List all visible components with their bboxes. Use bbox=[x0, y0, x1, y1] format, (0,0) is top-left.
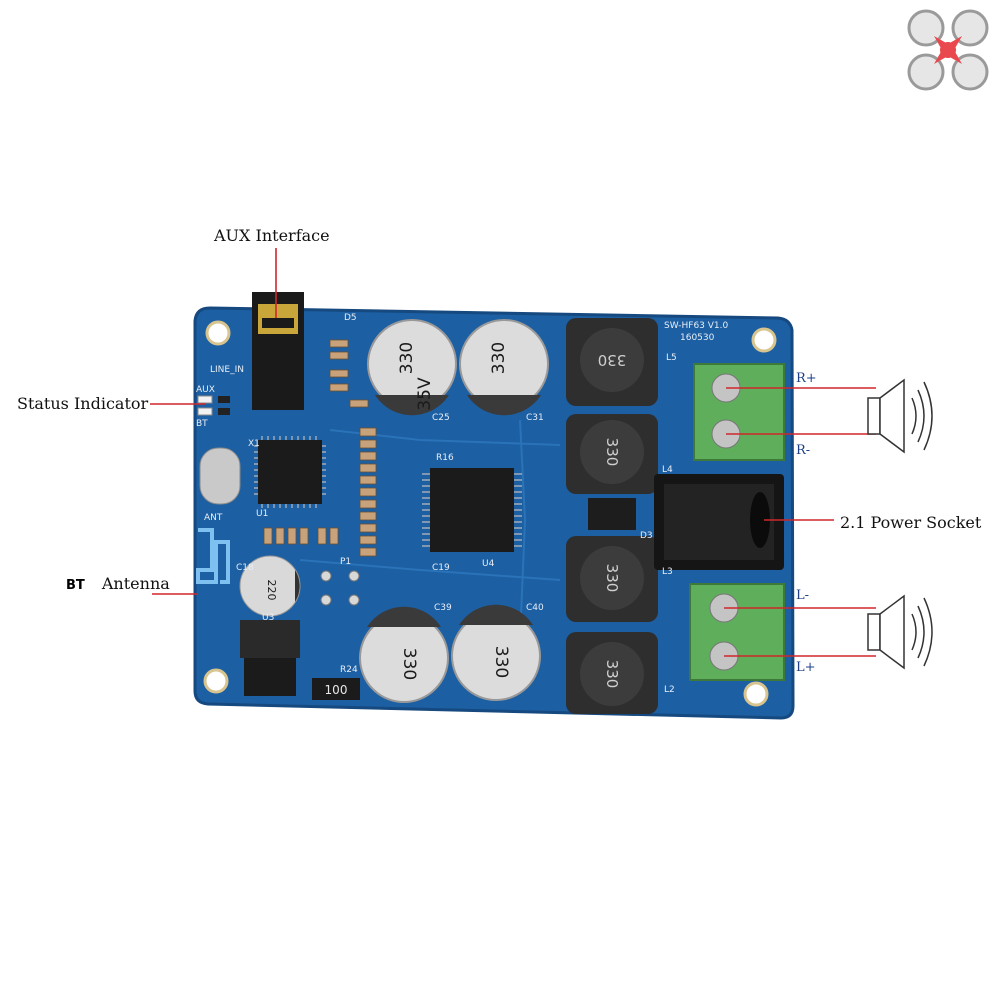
aux-interface-label: AUX Interface bbox=[214, 226, 330, 245]
power-socket-label: 2.1 Power Socket bbox=[840, 513, 982, 532]
ref-u4: U4 bbox=[482, 559, 495, 569]
bt-prefix: BT bbox=[66, 578, 85, 593]
aux-jack bbox=[252, 292, 304, 410]
amp-chip-u4 bbox=[422, 468, 522, 552]
drone-logo-icon bbox=[907, 9, 989, 91]
ref-l3: L3 bbox=[662, 567, 673, 577]
ref-d5: D5 bbox=[344, 313, 357, 323]
ref-p1: P1 bbox=[340, 557, 351, 567]
terminal-r-minus-label: R- bbox=[796, 443, 811, 458]
r24-value: 100 bbox=[325, 683, 348, 697]
ref-r16: R16 bbox=[436, 453, 454, 463]
terminal-block-left bbox=[689, 583, 785, 681]
ref-c40: C40 bbox=[526, 603, 544, 613]
speaker-icon bbox=[867, 594, 933, 670]
capacitor-c40 bbox=[451, 604, 541, 701]
board-model-text: SW-HF63 V1.0 bbox=[664, 321, 728, 331]
inductor-l3 bbox=[566, 536, 658, 622]
c40-value: 330 bbox=[491, 646, 511, 678]
ref-u3: U3 bbox=[262, 613, 274, 623]
ref-u1: U1 bbox=[256, 509, 268, 519]
crystal-x1 bbox=[199, 447, 241, 505]
speaker-icon bbox=[867, 378, 933, 454]
status-leds bbox=[197, 395, 230, 416]
antenna-text: Antenna bbox=[101, 574, 170, 593]
status-indicator-label: Status Indicator bbox=[17, 394, 149, 413]
l4-value: 330 bbox=[603, 438, 621, 467]
bt-led-text: BT bbox=[196, 419, 208, 429]
terminal-l-plus-label: L+ bbox=[796, 660, 816, 675]
ref-c25: C25 bbox=[432, 413, 450, 423]
regulator-u3 bbox=[240, 620, 300, 696]
antenna-label: BT Antenna bbox=[66, 574, 170, 593]
bt-chip-u1 bbox=[254, 436, 326, 508]
l5-value: 330 bbox=[598, 351, 627, 369]
terminal-r-plus-label: R+ bbox=[796, 371, 817, 386]
resistor-r24 bbox=[312, 678, 360, 700]
ref-c19: C19 bbox=[432, 563, 450, 573]
board-date-text: 160530 bbox=[680, 333, 715, 343]
c18-value: 220 bbox=[265, 580, 278, 601]
ant-text: ANT bbox=[204, 513, 223, 523]
inductor-l2 bbox=[566, 632, 658, 714]
l3-value: 330 bbox=[603, 564, 621, 593]
capacitor-c18 bbox=[239, 555, 301, 617]
smd-components bbox=[263, 339, 377, 557]
ref-l4: L4 bbox=[662, 465, 673, 475]
ref-c18: C18 bbox=[236, 563, 254, 573]
header-p1 bbox=[320, 570, 360, 606]
aux-led-text: AUX bbox=[196, 385, 215, 395]
line-in-text: LINE_IN bbox=[210, 365, 244, 375]
c25-voltage: 35V bbox=[415, 377, 435, 411]
inductor-l4 bbox=[566, 414, 658, 494]
capacitor-c31 bbox=[459, 319, 549, 416]
inductor-l5 bbox=[566, 318, 658, 406]
power-socket bbox=[654, 474, 784, 570]
terminal-block-right bbox=[693, 363, 785, 461]
ref-x1: X1 bbox=[248, 439, 260, 449]
c39-value: 330 bbox=[399, 648, 419, 680]
c25-value: 330 bbox=[397, 342, 417, 374]
capacitor-c39 bbox=[359, 606, 449, 703]
c31-value: 330 bbox=[489, 342, 509, 374]
terminal-l-minus-label: L- bbox=[796, 588, 810, 603]
l2-value: 330 bbox=[603, 660, 621, 689]
ref-l5: L5 bbox=[666, 353, 677, 363]
callout-leaders bbox=[150, 248, 876, 657]
ref-c39: C39 bbox=[434, 603, 452, 613]
ref-c31: C31 bbox=[526, 413, 544, 423]
capacitor-c25 bbox=[367, 319, 457, 416]
diode-d3 bbox=[588, 498, 636, 530]
ref-l2: L2 bbox=[664, 685, 675, 695]
ref-d3: D3 bbox=[640, 531, 653, 541]
ref-r24: R24 bbox=[340, 665, 358, 675]
pcb-antenna bbox=[196, 528, 230, 584]
